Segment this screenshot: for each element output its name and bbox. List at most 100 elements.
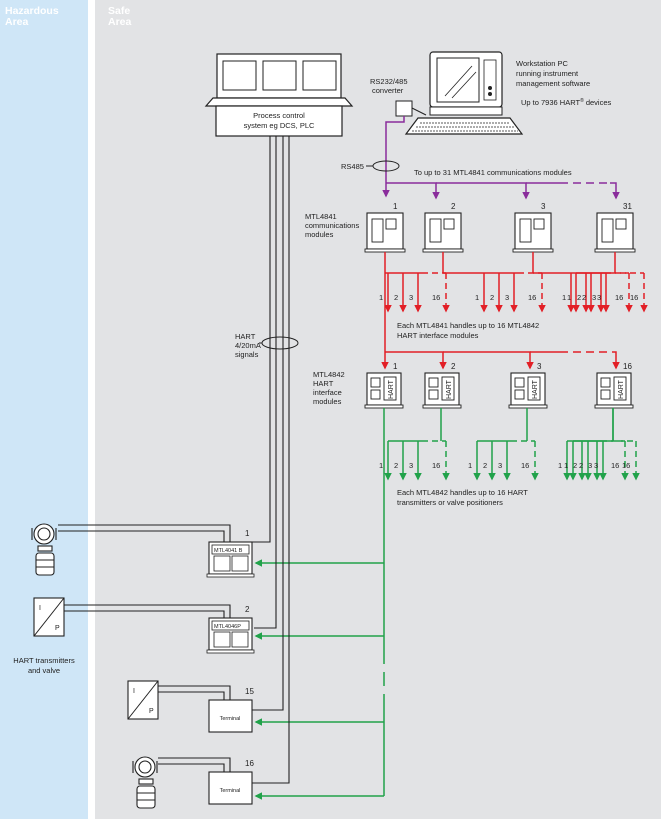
svg-text:P: P bbox=[149, 708, 154, 715]
hart-module-tag: HART bbox=[388, 379, 395, 399]
branch-number: 1 bbox=[379, 293, 383, 302]
svg-text:I: I bbox=[133, 688, 135, 695]
branch-number: 16 bbox=[521, 461, 529, 470]
valve-2-icon: I P bbox=[127, 680, 159, 720]
red-hart-bus bbox=[381, 273, 620, 370]
each4841-label-1: Each MTL4841 handles up to 16 MTL4842 bbox=[397, 321, 539, 330]
field-block-number: 2 bbox=[245, 605, 250, 614]
each4842-label-2: transmitters or valve positioners bbox=[397, 498, 503, 507]
hart-module-number: 2 bbox=[451, 362, 456, 371]
field-label-1: HART transmitters bbox=[13, 656, 75, 665]
hart-module-number: 1 bbox=[393, 362, 398, 371]
field-block-label: MTL4041 B bbox=[214, 548, 243, 554]
field-block-number: 1 bbox=[245, 529, 250, 538]
mtl4841-label-3: modules bbox=[305, 230, 334, 239]
hart-module-1: HART bbox=[364, 372, 404, 409]
workstation-label-3: management software bbox=[516, 79, 590, 88]
branch-number: 2 bbox=[582, 293, 586, 302]
green-field-trunk bbox=[254, 408, 385, 800]
hart-module-number: 3 bbox=[537, 362, 542, 371]
field-block-number: 16 bbox=[245, 759, 254, 768]
branch-number: 3 bbox=[498, 461, 502, 470]
mtl4841-label-1: MTL4841 bbox=[305, 212, 337, 221]
valve-1-icon: I P bbox=[33, 597, 65, 637]
branch-number: 1 bbox=[379, 461, 383, 470]
branch-number: 2 bbox=[577, 293, 581, 302]
mtl4841-label-2: communications bbox=[305, 221, 359, 230]
terminal-label: Terminal bbox=[220, 788, 241, 794]
workstation-label-2: running instrument bbox=[516, 69, 579, 78]
dcs-label-1: Process control bbox=[253, 111, 305, 120]
field-block-16: Terminal bbox=[208, 771, 253, 805]
terminal-label: Terminal bbox=[220, 716, 241, 722]
branch-number: 2 bbox=[490, 293, 494, 302]
branch-number: 16 bbox=[615, 293, 623, 302]
hart-module-2: HART bbox=[422, 372, 462, 409]
hart-signal-label-2: 4/20mA bbox=[235, 341, 261, 350]
branch-number: 3 bbox=[594, 461, 598, 470]
field-block-2: MTL4046P bbox=[206, 617, 255, 654]
hart-module-tag: HART bbox=[532, 379, 539, 399]
branch-number: 16 bbox=[630, 293, 638, 302]
comm-module-number: 31 bbox=[623, 202, 632, 211]
dcs-signal-cables bbox=[252, 136, 290, 784]
branch-number: 16 bbox=[528, 293, 536, 302]
safe-area-title: Safe Area bbox=[108, 5, 132, 28]
mtl4842-label-4: modules bbox=[313, 397, 342, 406]
comm-module-31 bbox=[594, 212, 636, 253]
branch-number: 16 bbox=[622, 461, 630, 470]
converter-label-1: RS232/485 bbox=[370, 77, 408, 86]
field-block-15: Terminal bbox=[208, 699, 253, 733]
each4842-label-1: Each MTL4842 handles up to 16 HART bbox=[397, 488, 528, 497]
branch-number: 16 bbox=[432, 461, 440, 470]
branch-number: 3 bbox=[597, 293, 601, 302]
branch-number: 16 bbox=[432, 293, 440, 302]
rs485-bus bbox=[382, 116, 620, 200]
comm-module-number: 1 bbox=[393, 202, 398, 211]
hart-module-16: HART bbox=[594, 372, 634, 409]
branch-number: 3 bbox=[409, 293, 413, 302]
upto31-label: To up to 31 MTL4841 communications modul… bbox=[414, 168, 572, 177]
branch-number: 1 bbox=[562, 293, 566, 302]
hart-signal-label-3: signals bbox=[235, 350, 259, 359]
field-label-2: and valve bbox=[28, 666, 60, 675]
zone-divider bbox=[88, 0, 95, 819]
each4841-label-2: HART interface modules bbox=[397, 331, 479, 340]
hart-devices-label: Up to 7936 HART® devices bbox=[521, 97, 612, 107]
field-block-number: 15 bbox=[245, 687, 254, 696]
hazardous-area-title: Hazardous Area bbox=[5, 5, 59, 28]
converter-box bbox=[395, 100, 413, 117]
hazardous-area-zone bbox=[0, 0, 88, 819]
branch-number: 1 bbox=[558, 461, 562, 470]
hart-module-tag: HART bbox=[446, 379, 453, 399]
hart-signal-label-1: HART bbox=[235, 332, 256, 341]
converter-label-2: converter bbox=[372, 86, 404, 95]
mtl4842-label-2: HART bbox=[313, 379, 334, 388]
branch-number: 2 bbox=[579, 461, 583, 470]
rs485-label: RS485 bbox=[341, 162, 364, 171]
dcs-icon bbox=[204, 53, 354, 137]
branch-number: 3 bbox=[592, 293, 596, 302]
branch-number: 3 bbox=[409, 461, 413, 470]
hart-module-tag: HART bbox=[618, 379, 625, 399]
comm-module-number: 2 bbox=[451, 202, 456, 211]
hart-module-3: HART bbox=[508, 372, 548, 409]
branch-number: 2 bbox=[394, 293, 398, 302]
safe-area-zone bbox=[95, 0, 661, 819]
workstation-icon bbox=[404, 51, 524, 135]
field-block-1: MTL4041 B bbox=[206, 541, 255, 578]
field-block-label: MTL4046P bbox=[214, 624, 241, 630]
branch-number: 1 bbox=[468, 461, 472, 470]
hart-module-number: 16 bbox=[623, 362, 632, 371]
